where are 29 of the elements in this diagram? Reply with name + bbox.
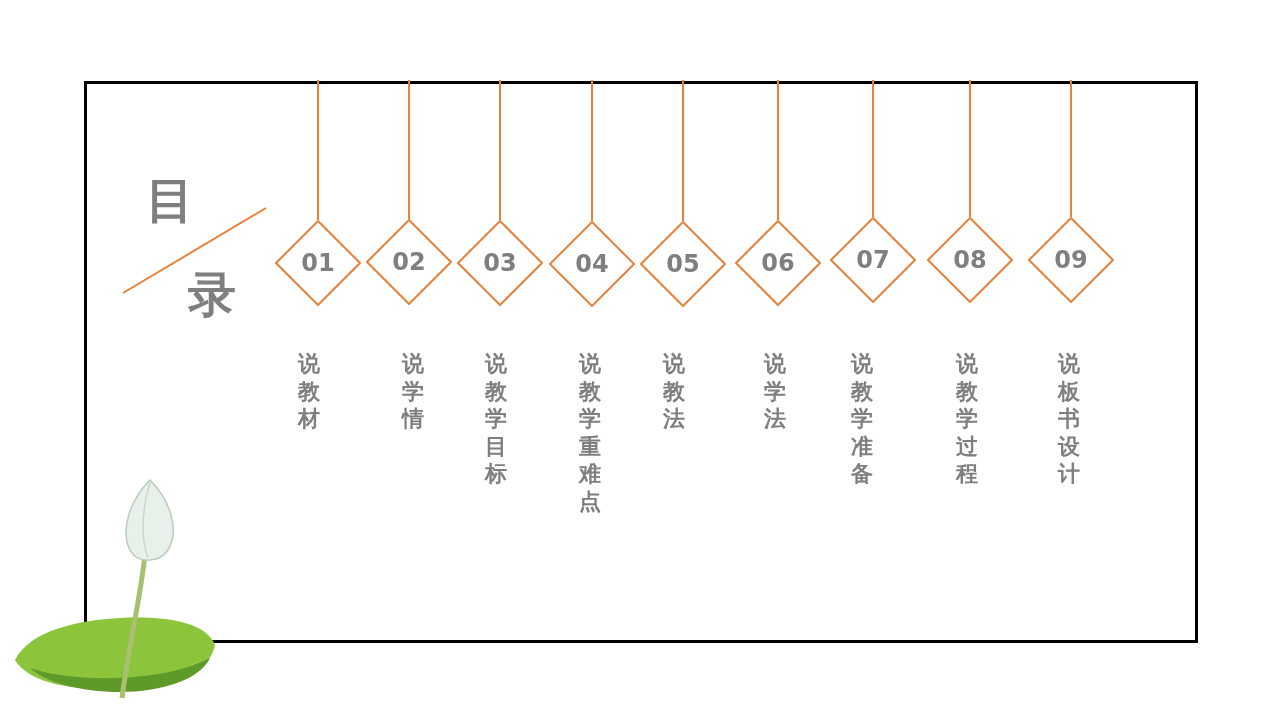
diamond-node [1028,217,1114,303]
diamond-node [549,221,635,307]
diamond-node [457,220,543,306]
section-number: 05 [666,252,700,276]
section-title: 说学情 [402,350,424,433]
section-number: 01 [301,251,335,275]
section-title: 说教学目标 [485,350,507,488]
diamond-node [927,217,1013,303]
diamond-node [366,219,452,305]
section-number: 04 [575,252,609,276]
diamond-node [640,221,726,307]
section-title: 说教法 [663,350,685,433]
diamond-node [735,220,821,306]
title-character: 目 [146,176,194,224]
diamond-node [275,220,361,306]
section-title: 说板书设计 [1058,350,1080,488]
section-number: 06 [761,251,795,275]
diamond-node [830,217,916,303]
section-number: 09 [1054,248,1088,272]
section-number: 07 [856,248,890,272]
section-number: 03 [483,251,517,275]
section-title: 说学法 [764,350,786,433]
title-character: 录 [188,270,236,318]
section-title: 说教学重难点 [579,350,601,515]
section-title: 说教学过程 [956,350,978,488]
section-title: 说教材 [298,350,320,433]
section-number: 02 [392,250,426,274]
section-title: 说教学准备 [851,350,873,488]
section-number: 08 [953,248,987,272]
